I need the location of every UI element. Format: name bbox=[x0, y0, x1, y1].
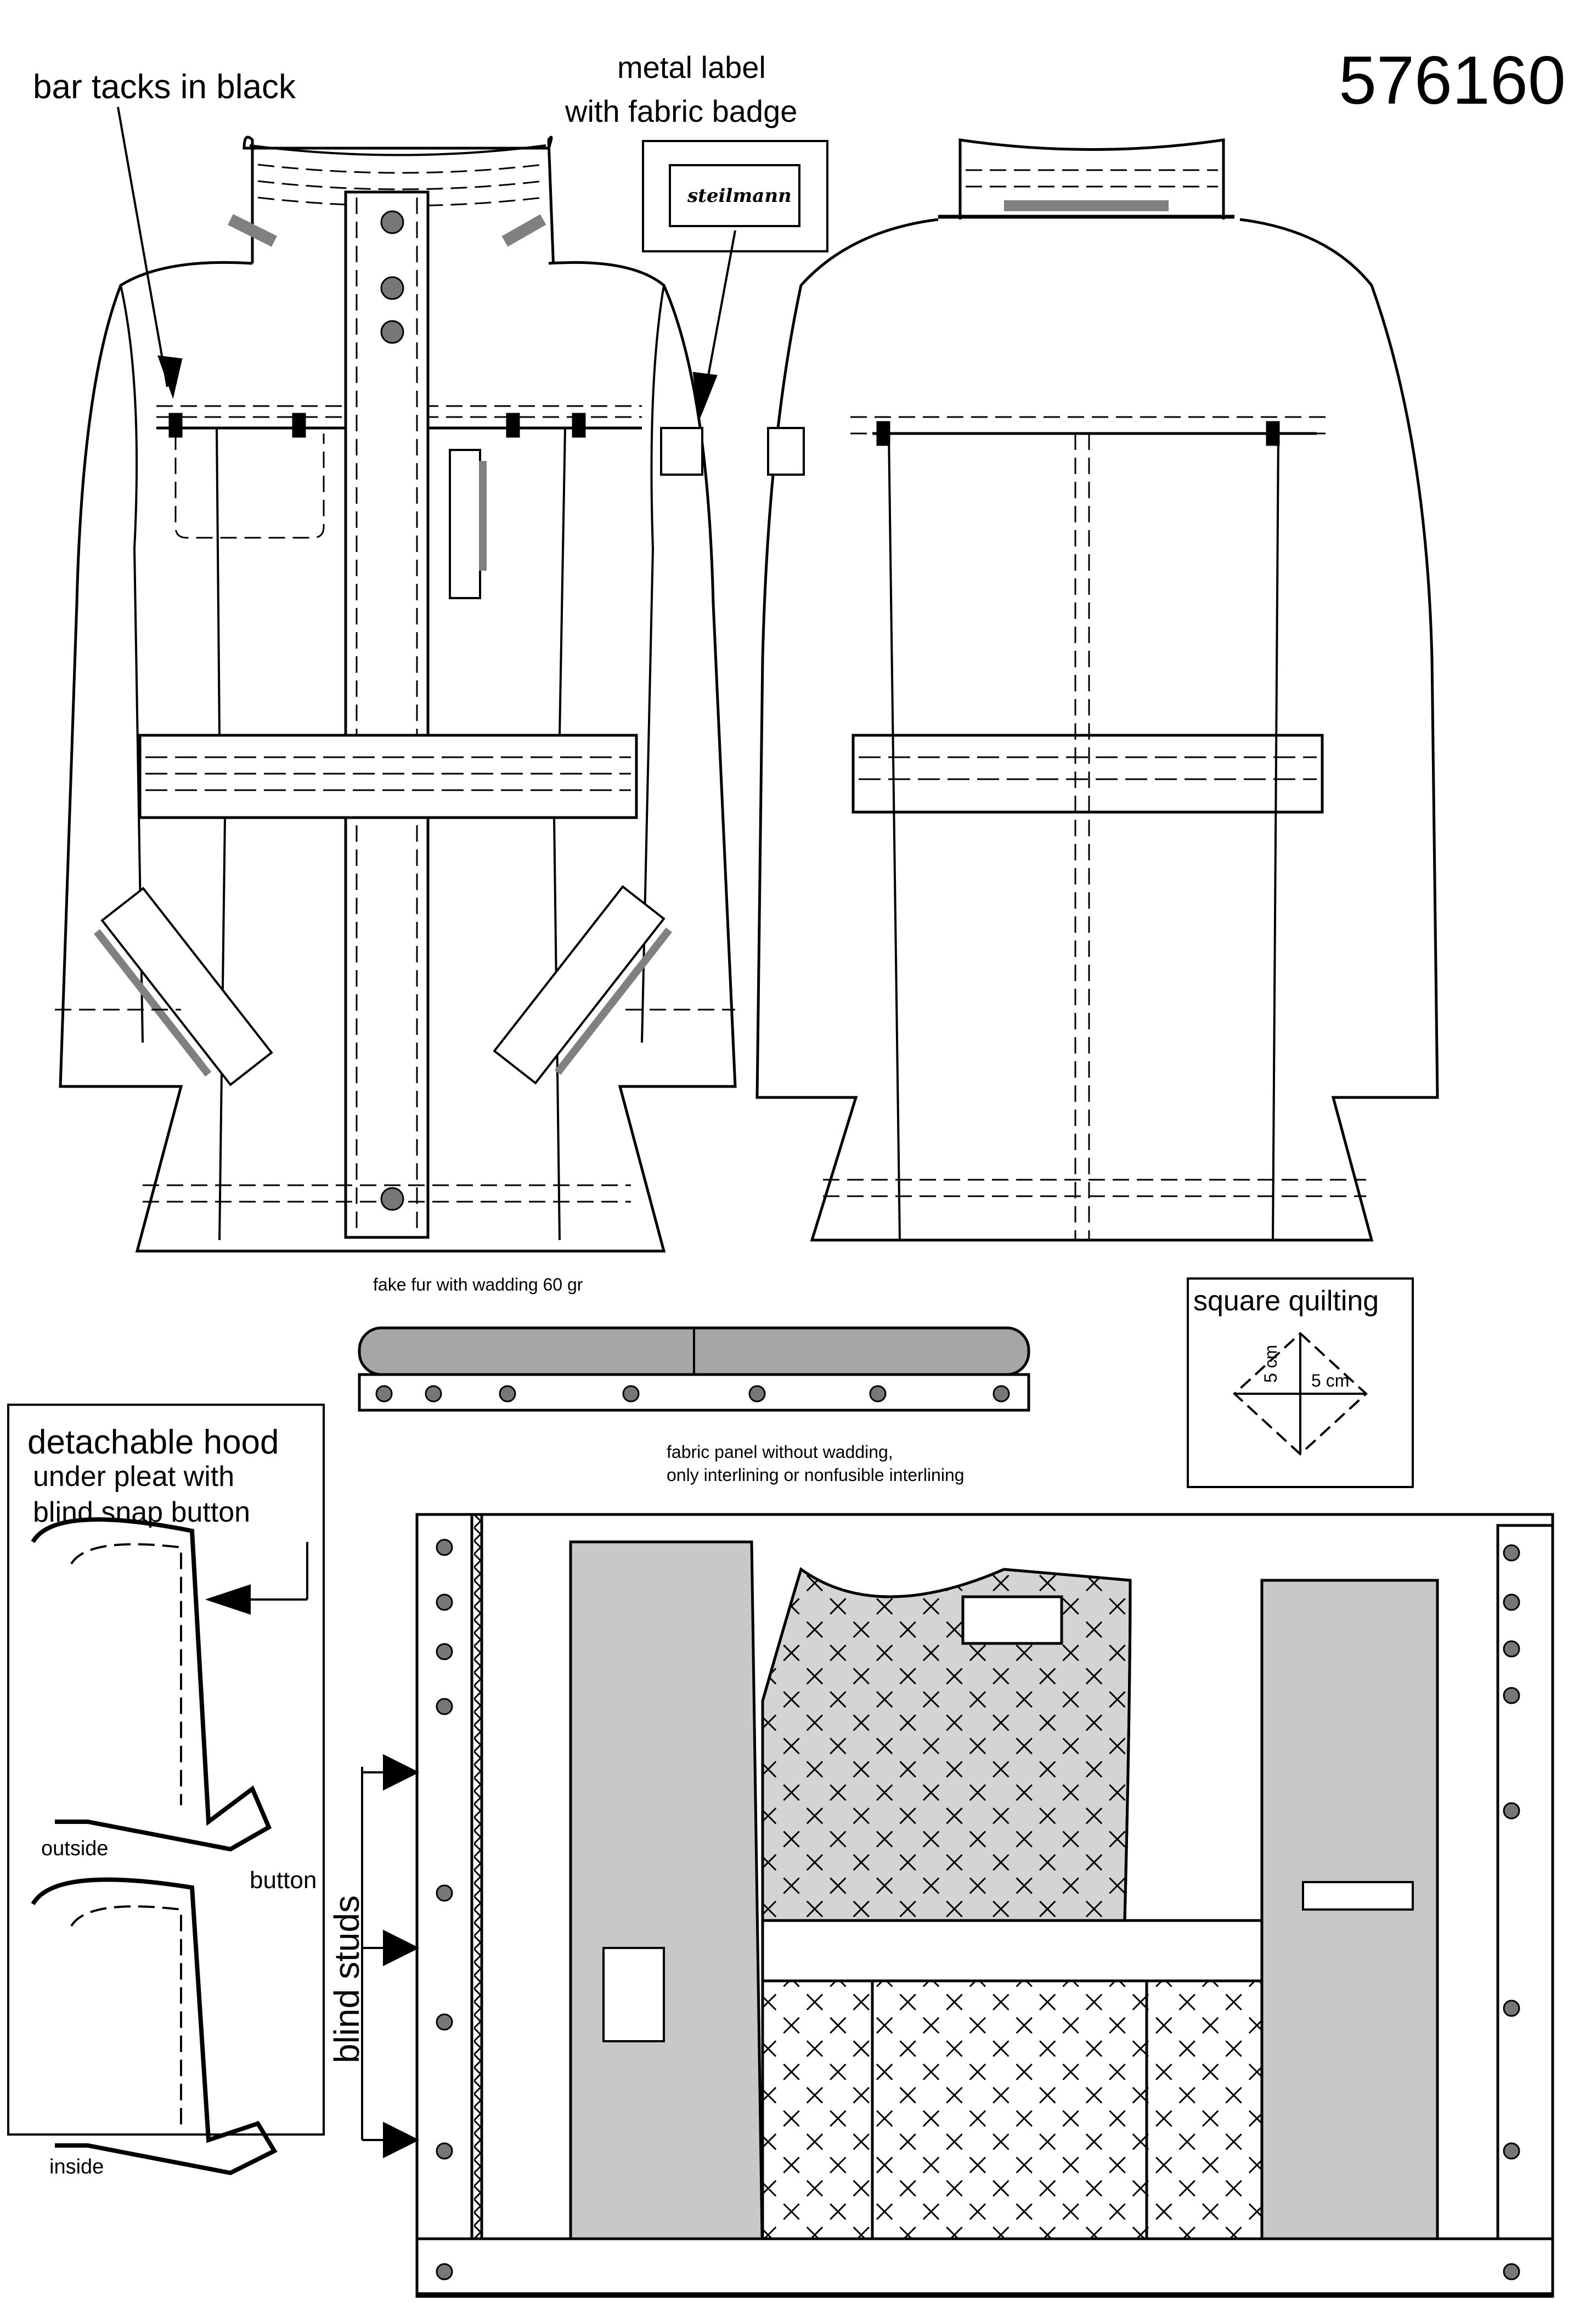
hood-subtitle-2: blind snap button bbox=[33, 1496, 251, 1528]
front-buttons bbox=[380, 210, 404, 1211]
quilt-dim-vertical: 5 cm bbox=[1261, 1344, 1281, 1383]
metal-label-badge: steilmann bbox=[642, 140, 828, 252]
front-belt bbox=[138, 734, 638, 819]
outside-label: outside bbox=[41, 1837, 109, 1860]
hood-title: detachable hood bbox=[27, 1423, 279, 1461]
lining-view bbox=[415, 1513, 1554, 2298]
fur-strip bbox=[358, 1326, 1030, 1412]
fabric-panel-line1: fabric panel without wadding, bbox=[667, 1442, 893, 1462]
back-body bbox=[755, 218, 1439, 1242]
blind-studs-label: blind studs bbox=[327, 1895, 366, 2063]
fabric-panel-line2: only interlining or nonfusible interlini… bbox=[667, 1465, 965, 1485]
style-number: 576160 bbox=[1339, 43, 1566, 119]
quilt-dim-horizontal: 5 cm bbox=[1311, 1371, 1350, 1390]
metal-label-line1: metal label bbox=[617, 50, 766, 85]
bar-tacks-label: bar tacks in black bbox=[33, 68, 296, 106]
front-view bbox=[55, 136, 737, 1253]
fur-strip-studs bbox=[375, 1385, 1010, 1403]
back-belt bbox=[851, 734, 1324, 814]
callout-arrows bbox=[117, 106, 736, 2159]
hood-box bbox=[7, 1404, 325, 2176]
brand-label: steilmann bbox=[687, 185, 792, 207]
button-label: button bbox=[250, 1867, 317, 1894]
inside-label: inside bbox=[49, 2155, 104, 2178]
lining-studs bbox=[436, 1539, 1520, 2280]
hood-subtitle-1: under pleat with bbox=[33, 1461, 235, 1493]
back-view bbox=[755, 138, 1439, 1242]
fake-fur-label: fake fur with wadding 60 gr bbox=[373, 1275, 583, 1294]
square-quilting-label: square quilting bbox=[1193, 1285, 1379, 1317]
square-quilting-box bbox=[1187, 1277, 1414, 1488]
metal-label-line2: with fabric badge bbox=[565, 94, 798, 128]
front-placket bbox=[344, 190, 430, 1239]
